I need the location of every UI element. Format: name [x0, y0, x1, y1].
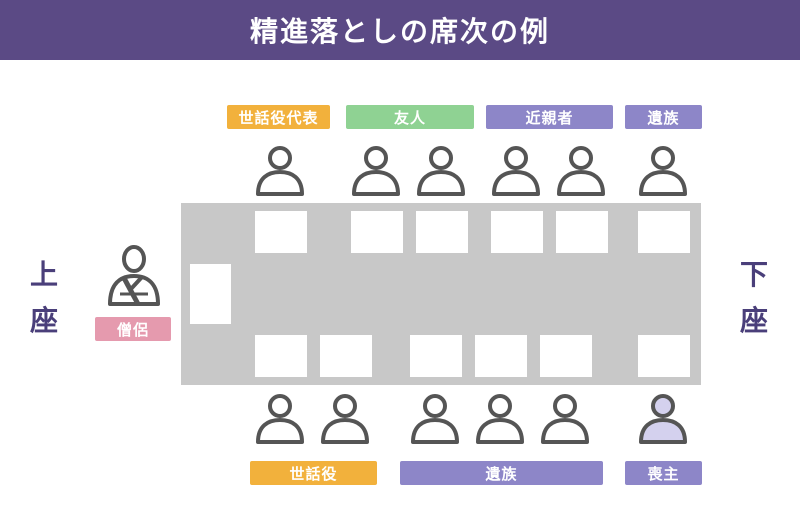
person-icon — [417, 146, 465, 196]
chief-mourner-icon — [639, 394, 687, 444]
seat-top-3 — [416, 211, 468, 253]
person-icon — [256, 146, 304, 196]
tag-top-caretaker-representative: 世話役代表 — [227, 105, 330, 129]
person-icon — [256, 394, 304, 444]
person-icon — [639, 146, 687, 196]
seat-top-2 — [351, 211, 403, 253]
upper-seat-char-2: 座 — [29, 304, 58, 337]
upper-seat-label: 上 座 — [24, 252, 64, 344]
tag-bottom-chief-mourner: 喪主 — [625, 461, 702, 485]
tag-bottom-family: 遺族 — [400, 461, 603, 485]
seat-bottom-4 — [475, 335, 527, 377]
tag-priest: 僧侶 — [95, 317, 171, 341]
person-icon — [476, 394, 524, 444]
header-bar: 精進落としの席次の例 — [0, 0, 800, 60]
seat-bottom-2 — [320, 335, 372, 377]
upper-seat-char-1: 上 — [29, 258, 58, 291]
monk-icon — [108, 245, 160, 306]
seat-bottom-3 — [410, 335, 462, 377]
seat-bottom-5 — [540, 335, 592, 377]
seat-top-5 — [556, 211, 608, 253]
lower-seat-label: 下 座 — [734, 252, 774, 344]
lower-seat-char-2: 座 — [739, 304, 768, 337]
person-icon — [541, 394, 589, 444]
seat-priest — [190, 264, 231, 324]
tag-top-friends: 友人 — [346, 105, 474, 129]
person-icon — [321, 394, 369, 444]
seat-bottom-6 — [638, 335, 690, 377]
seat-bottom-1 — [255, 335, 307, 377]
tag-bottom-caretaker: 世話役 — [250, 461, 377, 485]
person-icon — [557, 146, 605, 196]
seat-top-1 — [255, 211, 307, 253]
seat-top-6 — [638, 211, 690, 253]
tag-top-close-relatives: 近親者 — [486, 105, 613, 129]
tag-top-family: 遺族 — [625, 105, 702, 129]
lower-seat-char-1: 下 — [739, 258, 768, 291]
person-icon — [492, 146, 540, 196]
person-icon — [411, 394, 459, 444]
person-icon — [352, 146, 400, 196]
seat-top-4 — [491, 211, 543, 253]
page-title: 精進落としの席次の例 — [249, 15, 550, 48]
